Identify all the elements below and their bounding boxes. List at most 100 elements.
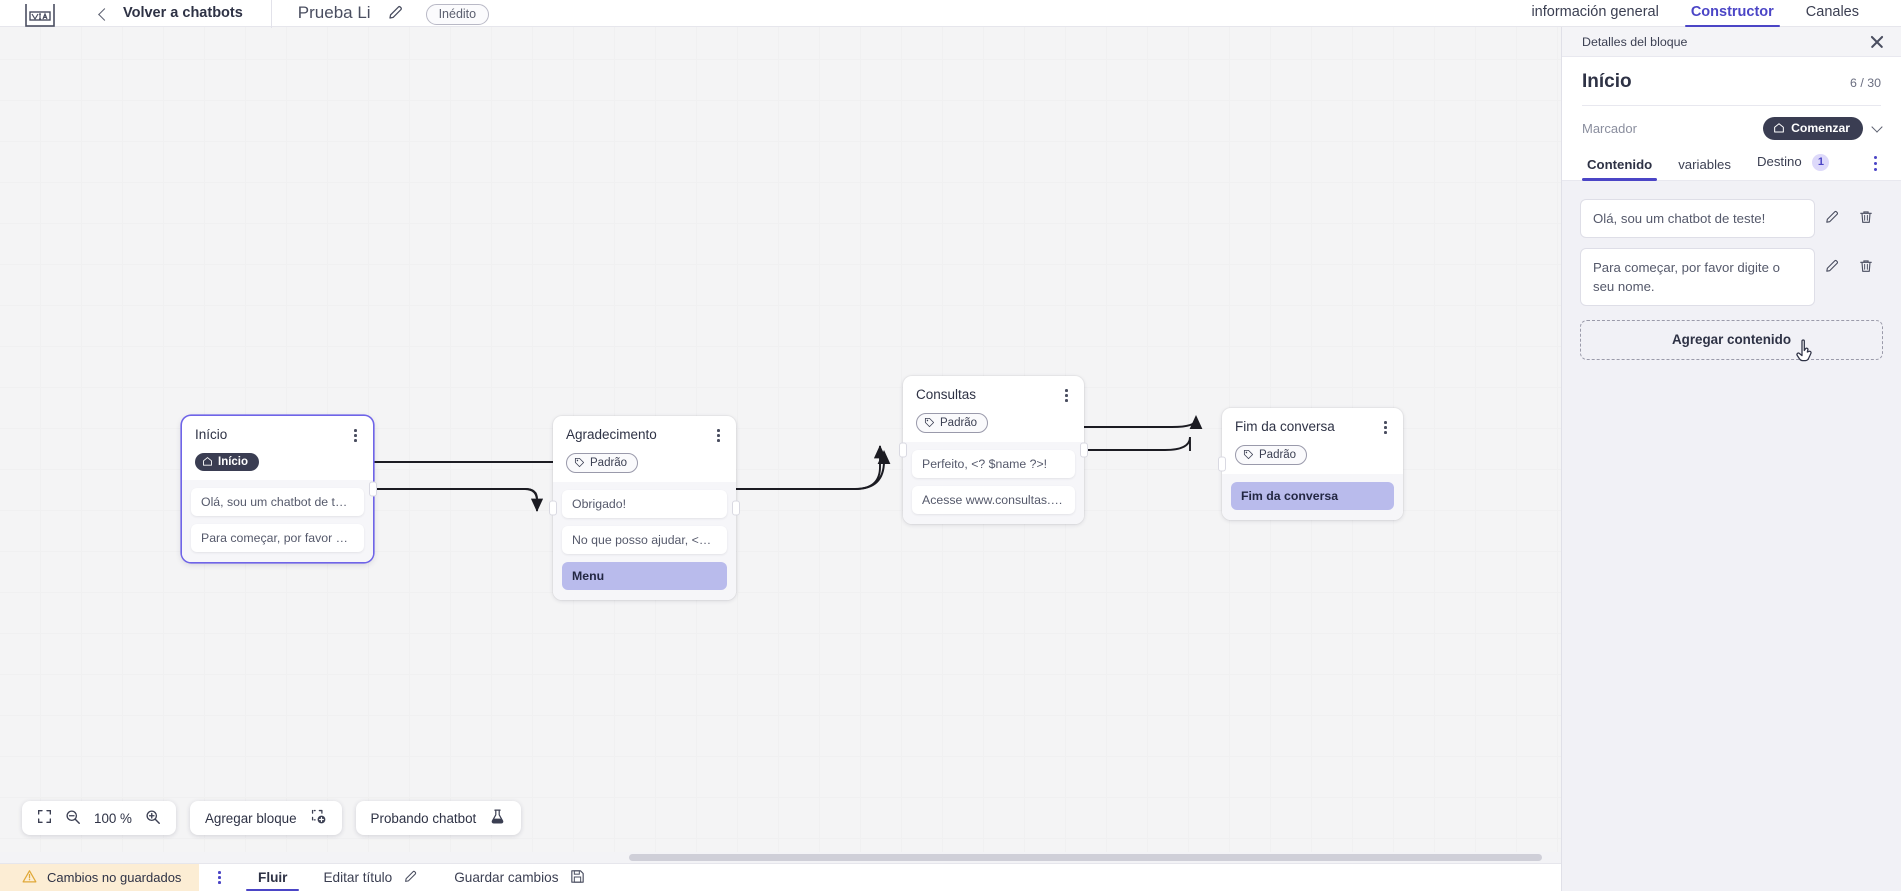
node-input-port[interactable] xyxy=(899,442,907,458)
unsaved-changes-label: Cambios no guardados xyxy=(47,870,182,885)
node-menu-button[interactable] xyxy=(714,427,723,444)
destino-count-badge: 1 xyxy=(1812,153,1830,171)
save-changes-button[interactable]: Guardar cambios xyxy=(436,864,602,891)
panel-tab-destino[interactable]: Destino 1 xyxy=(1744,153,1842,180)
close-icon[interactable] xyxy=(1869,34,1885,50)
node-tag-padrao: Padrão xyxy=(566,452,639,473)
panel-tab-label: Contenido xyxy=(1587,156,1653,172)
add-content-label: Agregar contenido xyxy=(1671,332,1792,348)
node-output-port[interactable] xyxy=(369,481,377,497)
node-body: Fim da conversa xyxy=(1222,473,1403,520)
flow-node-agradecimento[interactable]: Agradecimento Padrão Obrigado! No que po… xyxy=(549,416,740,600)
node-message[interactable]: Olá, sou um chatbot de teste! xyxy=(191,487,364,516)
node-tag-label: Padrão xyxy=(590,456,628,469)
node-message[interactable]: No que posso ajudar, <? $name ... xyxy=(562,525,727,554)
test-chatbot-button[interactable]: Probando chatbot xyxy=(355,801,522,835)
trash-icon[interactable] xyxy=(1849,204,1883,230)
tab-informacion-general[interactable]: información general xyxy=(1531,4,1659,20)
topbar-divider xyxy=(270,0,272,28)
panel-tab-variables[interactable]: variables xyxy=(1665,157,1744,180)
tab-constructor[interactable]: Constructor xyxy=(1675,4,1790,27)
tab-canales[interactable]: Canales xyxy=(1805,4,1859,20)
node-menu-button[interactable] xyxy=(1381,419,1390,436)
node-input-port[interactable] xyxy=(549,500,557,516)
home-icon xyxy=(203,457,212,466)
node-tag-label: Padrão xyxy=(940,416,978,429)
panel-tab-label: Destino xyxy=(1756,154,1802,169)
kebab-menu-icon xyxy=(215,869,224,886)
save-changes-label: Guardar cambios xyxy=(454,870,559,885)
bottom-tab-fluir[interactable]: Fluir xyxy=(240,864,305,891)
content-item-actions xyxy=(1815,199,1883,230)
bottom-tab-label: Fluir xyxy=(258,870,288,885)
chevron-down-icon[interactable] xyxy=(1871,120,1883,133)
bot-title: Prueba Li xyxy=(297,3,371,22)
edit-title-label: Editar título xyxy=(323,870,393,885)
node-title: Agradecimento xyxy=(566,427,657,442)
tag-icon xyxy=(574,458,585,468)
node-tag-label: Início xyxy=(218,455,249,468)
node-input-port[interactable] xyxy=(1218,456,1226,472)
flow-canvas[interactable]: Início Início Olá, sou um chatbot de tes… xyxy=(0,27,1561,863)
content-text[interactable]: Para começar, por favor digite o seu nom… xyxy=(1580,247,1815,306)
zoom-out-icon[interactable] xyxy=(65,809,81,828)
marker-label: Marcador xyxy=(1582,121,1637,136)
save-icon xyxy=(570,869,585,887)
flow-node-inicio[interactable]: Início Início Olá, sou um chatbot de tes… xyxy=(182,416,377,562)
vtia-logo-icon[interactable] xyxy=(22,3,58,31)
node-message[interactable]: Acesse www.consultas.com par... xyxy=(912,485,1075,514)
home-icon xyxy=(1774,123,1784,133)
horizontal-scrollbar-thumb[interactable] xyxy=(629,854,1542,861)
tag-icon xyxy=(924,418,935,428)
node-title: Consultas xyxy=(916,387,977,402)
node-menu-button[interactable] xyxy=(351,427,360,444)
panel-header-title: Detalles del bloque xyxy=(1582,34,1688,49)
node-message[interactable]: Obrigado! xyxy=(562,489,727,518)
trash-icon[interactable] xyxy=(1849,253,1883,279)
add-block-label: Agregar bloque xyxy=(204,810,297,826)
back-to-chatbots-button[interactable]: Volver a chatbots xyxy=(98,5,243,21)
panel-content-body: Olá, sou um chatbot de teste! xyxy=(1562,180,1901,891)
panel-block-title: Início xyxy=(1582,71,1632,92)
add-block-icon xyxy=(310,808,327,828)
node-message-accent[interactable]: Menu xyxy=(562,561,727,590)
marker-badge-label: Comenzar xyxy=(1791,121,1850,135)
node-tag-label: Padrão xyxy=(1259,448,1297,461)
edit-title-button[interactable]: Editar título xyxy=(305,864,436,891)
node-title: Fim da conversa xyxy=(1235,419,1335,434)
marker-badge[interactable]: Comenzar xyxy=(1763,117,1863,140)
back-to-chatbots-label: Volver a chatbots xyxy=(123,5,243,21)
pencil-icon[interactable] xyxy=(1815,204,1849,230)
node-body: Perfeito, <? $name ?>! Acesse www.consul… xyxy=(903,441,1084,524)
pencil-icon xyxy=(403,869,418,887)
zoom-controls[interactable]: 100 % xyxy=(22,801,176,835)
add-block-button[interactable]: Agregar bloque xyxy=(189,801,342,835)
pencil-icon[interactable] xyxy=(1815,253,1849,279)
panel-tab-contenido[interactable]: Contenido xyxy=(1582,156,1665,181)
node-header: Agradecimento Padrão xyxy=(553,416,736,482)
bottom-bar-menu-button[interactable] xyxy=(199,864,240,891)
panel-tab-label: variables xyxy=(1678,156,1731,172)
content-text[interactable]: Olá, sou um chatbot de teste! xyxy=(1580,198,1815,238)
node-menu-button[interactable] xyxy=(1062,387,1071,404)
node-title: Início xyxy=(195,427,228,442)
panel-top-section: Início 6 / 30 Marcador Comenzar xyxy=(1562,57,1901,144)
pencil-icon[interactable] xyxy=(387,4,404,26)
zoom-in-icon[interactable] xyxy=(145,809,161,828)
horizontal-scrollbar-track[interactable] xyxy=(0,852,1561,863)
flow-node-fim-da-conversa[interactable]: Fim da conversa Padrão Fim da conversa xyxy=(1218,408,1403,520)
node-header: Consultas Padrão xyxy=(903,376,1084,442)
node-output-port[interactable] xyxy=(1080,442,1088,458)
node-message[interactable]: Perfeito, <? $name ?>! xyxy=(912,449,1075,478)
flow-node-consultas[interactable]: Consultas Padrão Perfeito, <? $name ?>! … xyxy=(899,376,1088,524)
panel-tabs: Contenido variables Destino 1 xyxy=(1562,144,1901,181)
canvas-toolbar: 100 % Agregar bloque Prob xyxy=(22,801,522,835)
panel-tabs-menu-button[interactable] xyxy=(1870,155,1881,180)
node-message-accent[interactable]: Fim da conversa xyxy=(1231,481,1394,510)
node-output-port[interactable] xyxy=(732,500,740,516)
fit-screen-icon[interactable] xyxy=(37,809,52,827)
add-content-button[interactable]: Agregar contenido xyxy=(1580,319,1883,360)
node-message[interactable]: Para começar, por favor digite o ... xyxy=(191,523,364,552)
status-badge: Inédito xyxy=(425,3,490,25)
tag-icon xyxy=(1243,450,1254,460)
